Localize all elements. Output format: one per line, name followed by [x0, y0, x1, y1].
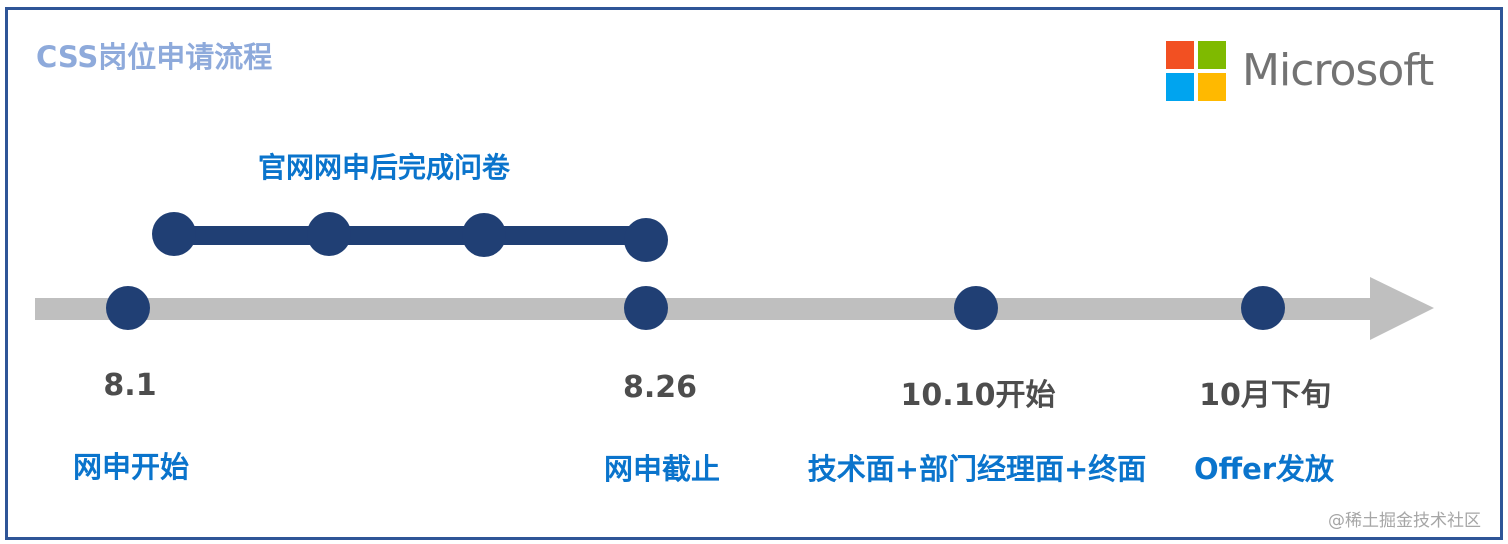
questionnaire-phase-line: [152, 212, 668, 262]
questionnaire-phase-label: 官网网申后完成问卷: [258, 151, 511, 184]
milestone-date-2: 8.26: [622, 370, 698, 405]
milestone-dot-2: [624, 286, 668, 330]
milestone-label-2: 网申截止: [603, 452, 721, 486]
milestone-date-3: 10.10开始: [900, 378, 1056, 413]
milestone-label-4: Offer发放: [1193, 452, 1335, 486]
milestone-date-1: 8.1: [103, 368, 157, 403]
diagram-title: CSS岗位申请流程: [36, 40, 273, 74]
milestone-label-3: 技术面+部门经理面+终面: [807, 452, 1147, 486]
watermark: @稀土掘金技术社区: [1328, 511, 1481, 531]
logo-red-square-icon: [1166, 41, 1194, 69]
logo-yellow-square-icon: [1198, 73, 1226, 101]
diagram-frame: [5, 7, 1503, 540]
microsoft-logo: Microsoft: [1166, 41, 1466, 103]
milestone-dot-4: [1241, 286, 1285, 330]
logo-wordmark: Microsoft: [1242, 45, 1434, 96]
milestone-date-4: 10月下旬: [1199, 378, 1331, 413]
logo-green-square-icon: [1198, 41, 1226, 69]
milestone-label-1: 网申开始: [72, 450, 190, 484]
milestone-dot-1: [106, 286, 150, 330]
logo-blue-square-icon: [1166, 73, 1194, 101]
timeline-axis-arrow-icon: [35, 277, 1434, 340]
milestone-dot-3: [954, 286, 998, 330]
